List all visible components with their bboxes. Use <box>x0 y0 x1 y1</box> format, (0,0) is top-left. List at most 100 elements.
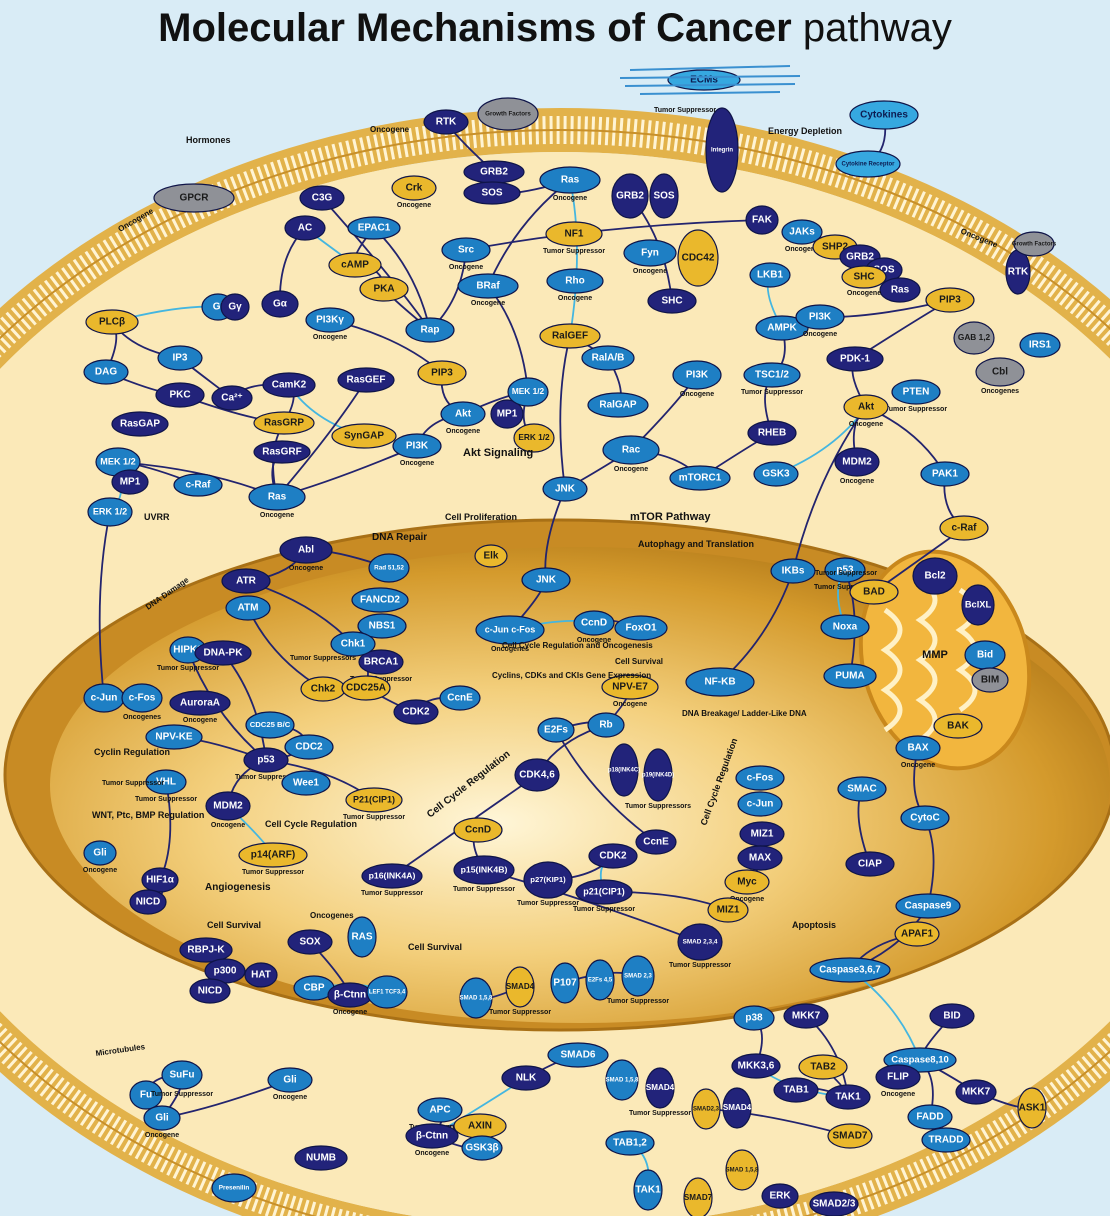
node-label: BAD <box>863 587 885 598</box>
label-tumor-suppressor-ikbs: Tumor Suppressor <box>815 570 877 577</box>
node-nicd2: NICD <box>190 979 230 1003</box>
node-label: MIZ1 <box>751 829 774 840</box>
node-sublabel: Oncogene <box>397 202 431 209</box>
node-label: Cbl <box>992 367 1008 378</box>
node-sublabel: Oncogene <box>849 421 883 428</box>
node-label: β-Ctnn <box>334 990 366 1001</box>
node-erk12-l: ERK 1/2 <box>88 498 132 526</box>
node-miz1: MIZ1 <box>740 822 784 846</box>
node-cdc42: CDC42 <box>678 230 718 286</box>
node-label: Rap <box>421 325 440 336</box>
node-label: JAKs <box>789 227 815 238</box>
node-label: CDC2 <box>295 742 323 753</box>
label-hormones: Hormones <box>186 135 231 145</box>
node-label: ATR <box>236 576 257 587</box>
node-label: AXIN <box>468 1121 492 1132</box>
node-sublabel: Tumor Suppressor <box>885 406 947 413</box>
node-ca: Ca²⁺ <box>212 386 252 410</box>
node-label: FANCD2 <box>360 595 400 606</box>
node-sublabel: Oncogene <box>446 428 480 435</box>
node-mkk36: MKK3,6 <box>732 1054 780 1078</box>
node-rasgrp: RasGRP <box>254 412 314 434</box>
node-pka: PKA <box>360 277 408 301</box>
node-sublabel: Tumor Suppressors <box>625 803 691 810</box>
node-bid: BID <box>930 1004 974 1028</box>
node-label: MIZ1 <box>717 905 740 916</box>
node-sublabel: Tumor Suppressor <box>669 962 731 969</box>
node-label: CcnE <box>643 837 669 848</box>
node-label: c-Jun c-Fos <box>485 624 536 634</box>
node-label: JNK <box>555 484 576 495</box>
node-sublabel: Oncogene <box>613 701 647 708</box>
node-label: DNA-PK <box>204 648 244 659</box>
label-tumor-suppressor-ecm: Tumor Suppressor <box>654 107 716 114</box>
node-gsk3: GSK3 <box>754 462 798 486</box>
node-sublabel: Tumor Suppressor <box>629 1110 691 1117</box>
node-label: RalA/B <box>592 353 625 364</box>
node-ciap: CIAP <box>846 852 894 876</box>
node-cytokine-receptor: Cytokine Receptor <box>836 151 900 177</box>
node-label: LEF1 TCF3,4 <box>369 990 406 996</box>
node-gab12: GAB 1,2 <box>954 322 994 354</box>
node-label: AMPK <box>767 323 797 334</box>
node-label: CDC25A <box>346 683 386 694</box>
node-sublabel: Oncogene <box>680 391 714 398</box>
node-axin: AXIN <box>454 1114 506 1138</box>
node-label: GRB2 <box>846 252 874 263</box>
node-label: Chk2 <box>311 684 336 695</box>
node-label: MP1 <box>120 477 141 488</box>
node-label: PI3Kγ <box>316 315 344 326</box>
node-label: FoxO1 <box>625 623 657 634</box>
node-label: Rad 51,52 <box>374 565 404 572</box>
node-label: Akt <box>858 402 875 413</box>
node-ras-n: RAS <box>348 917 376 957</box>
node-label: ERK <box>769 1191 791 1202</box>
node-label: Ca²⁺ <box>221 393 242 404</box>
node-bcl2: Bcl2 <box>913 558 957 594</box>
node-sublabel: Tumor Suppressor <box>489 1009 551 1016</box>
node-label: MKK3,6 <box>738 1061 775 1072</box>
node-nicd1: NICD <box>130 890 166 914</box>
node-mdm2-r: MDM2Oncogene <box>835 448 879 485</box>
node-bim: BIM <box>972 668 1008 692</box>
node-sublabel: Oncogene <box>449 264 483 271</box>
node-label: CcnE <box>447 693 473 704</box>
node-lef1: LEF1 TCF3,4 <box>367 976 407 1008</box>
node-bad: BAD <box>850 580 898 604</box>
node-label: GAB 1,2 <box>958 332 991 342</box>
node-sublabel: Oncogene <box>260 512 294 519</box>
node-sublabel: Tumor Suppressor <box>607 998 669 1005</box>
node-label: ERK 1/2 <box>93 506 127 516</box>
node-smad7b: SMAD7 <box>684 1178 713 1216</box>
node-cbl: CblOncogenes <box>976 358 1024 395</box>
node-label: TAK1 <box>835 1092 861 1103</box>
node-smad4c: SMAD4 <box>723 1088 752 1128</box>
node-grb2b: GRB2 <box>612 174 648 218</box>
node-label: Rho <box>565 276 584 287</box>
node-label: PI3K <box>809 312 832 323</box>
node-sublabel: Tumor Suppressor <box>741 389 803 396</box>
node-label: P21(CIP1) <box>353 794 395 804</box>
node-label: RTK <box>1008 267 1029 278</box>
node-gsk3b: GSK3β <box>462 1136 502 1160</box>
node-atr: ATR <box>222 569 270 593</box>
node-label: PIP3 <box>939 295 961 306</box>
node-flip: FLIPOncogene <box>876 1065 920 1098</box>
node-label: p300 <box>214 966 237 977</box>
node-sublabel: Oncogene <box>840 478 874 485</box>
node-label: PIP3 <box>431 368 453 379</box>
node-cjun-l: c-Jun <box>84 684 124 712</box>
node-epac1: EPAC1 <box>348 217 400 239</box>
node-foxo1: FoxO1 <box>615 616 667 640</box>
node-label: NF1 <box>565 229 584 240</box>
node-npvke: NPV-KE <box>146 725 202 749</box>
node-sublabel: Oncogene <box>145 1132 179 1139</box>
node-pak1: PAK1 <box>921 462 969 486</box>
node-hif1a: HIF1α <box>142 868 178 892</box>
node-sublabel: Oncogene <box>83 867 117 874</box>
label-oncogene-rtk: Oncogene <box>370 125 410 134</box>
node-label: NICD <box>136 897 160 908</box>
